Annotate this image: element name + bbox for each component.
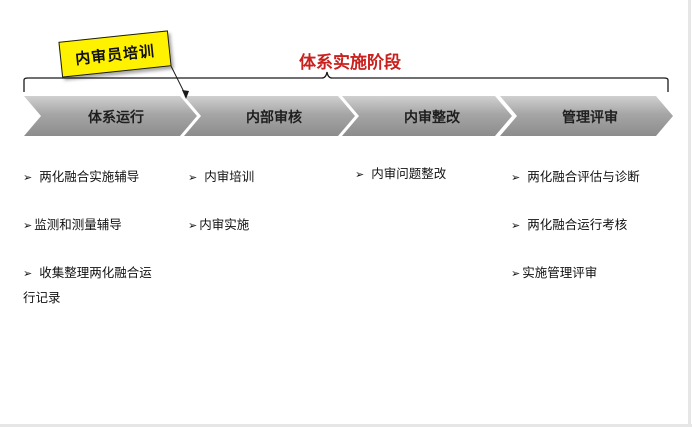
- phase-label-4: 管理评审: [562, 110, 618, 126]
- bullet-icon: ➢: [23, 171, 33, 184]
- bullet-icon: ➢: [188, 171, 198, 184]
- list-item-text: 内审问题整改: [371, 166, 447, 181]
- column-phase-2: ➢内审培训 ➢内审实施: [188, 165, 338, 238]
- list-item-text: 监测和测量辅导: [34, 217, 122, 232]
- list-item-text: 两化融合运行考核: [527, 217, 628, 232]
- list-item-text: 内审实施: [199, 217, 250, 232]
- bullet-icon: ➢: [511, 267, 521, 280]
- phase-chevrons: [24, 96, 673, 136]
- column-phase-3: ➢ 内审问题整改: [355, 162, 505, 187]
- list-item-text-continued: 行记录: [23, 290, 61, 305]
- list-item: ➢ 两化融合评估与诊断: [511, 165, 681, 213]
- bullet-icon: ➢: [23, 219, 33, 232]
- phase-label-3: 内审整改: [404, 110, 460, 126]
- phase-label-1: 体系运行: [88, 110, 144, 126]
- chevron-phase-1: [24, 96, 197, 136]
- frame-right-edge: [688, 0, 691, 427]
- bullet-icon: ➢: [511, 171, 521, 184]
- list-item: ➢内审实施: [188, 213, 338, 238]
- bullet-icon: ➢: [188, 219, 198, 232]
- list-item: ➢实施管理评审: [511, 261, 681, 286]
- bullet-icon: ➢: [511, 219, 521, 232]
- column-phase-4: ➢两化融合评估与诊断 ➢两化融合运行考核 ➢实施管理评审: [511, 165, 681, 286]
- list-item: ➢ 收集整理两化融合运 行记录: [23, 261, 183, 310]
- list-item-text: 实施管理评审: [522, 265, 598, 280]
- chevron-phase-2: [184, 96, 355, 136]
- bullet-icon: ➢: [23, 267, 33, 280]
- column-phase-1: ➢两化融合实施辅导 ➢监测和测量辅导 ➢收集整理两化融合运 行记录: [23, 165, 183, 310]
- list-item-text: 两化融合实施辅导: [39, 169, 140, 184]
- chevron-phase-4: [500, 96, 673, 136]
- list-item: ➢ 两化融合实施辅导: [23, 165, 183, 213]
- list-item-text: 收集整理两化融合运: [39, 265, 152, 280]
- list-item: ➢ 两化融合运行考核: [511, 213, 681, 261]
- list-item-text: 两化融合评估与诊断: [527, 169, 640, 184]
- chevron-phase-3: [342, 96, 512, 136]
- stage-title: 体系实施阶段: [299, 53, 401, 73]
- list-item: ➢ 内审培训: [188, 165, 338, 213]
- list-item: ➢监测和测量辅导: [23, 213, 183, 261]
- list-item: ➢ 内审问题整改: [355, 162, 505, 187]
- callout-label: 内审员培训: [74, 41, 156, 68]
- list-item-text: 内审培训: [204, 169, 255, 184]
- bullet-icon: ➢: [355, 168, 365, 181]
- phase-label-2: 内部审核: [246, 110, 302, 126]
- frame-bottom-edge: [0, 424, 692, 427]
